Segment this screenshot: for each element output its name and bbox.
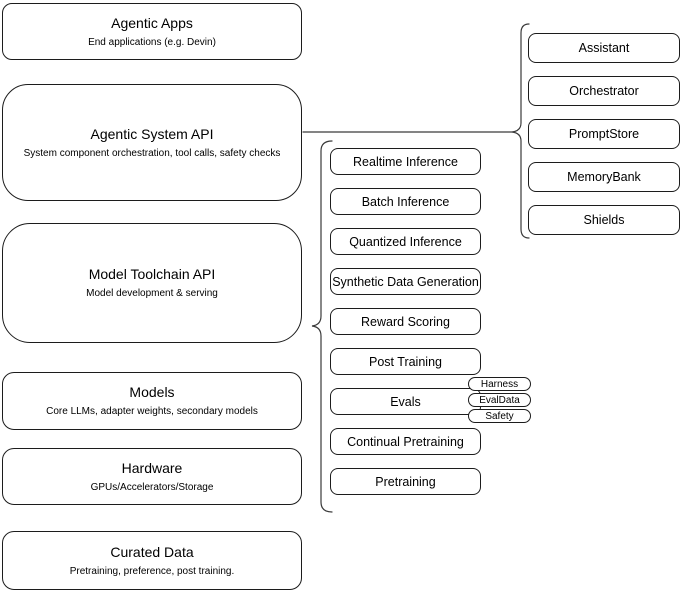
node-title: Models [129,384,175,400]
node-curated-data: Curated Data Pretraining, preference, po… [2,531,302,590]
node-synthetic-data-generation: Synthetic Data Generation [330,268,481,295]
node-label: Shields [583,213,625,227]
node-models: Models Core LLMs, adapter weights, secon… [2,372,302,430]
middle-column-brace [311,140,333,513]
node-evals: Evals [330,388,481,415]
node-subtitle: Core LLMs, adapter weights, secondary mo… [46,406,258,417]
node-continual-pretraining: Continual Pretraining [330,428,481,455]
node-label: Quantized Inference [349,234,462,249]
tag-harness: Harness [468,377,531,391]
node-quantized-inference: Quantized Inference [330,228,481,255]
node-subtitle: End applications (e.g. Devin) [88,36,216,48]
node-label: Post Training [369,354,442,369]
tag-evaldata: EvalData [468,393,531,407]
node-subtitle: GPUs/Accelerators/Storage [90,481,214,493]
node-label: Assistant [578,41,630,55]
node-label: PromptStore [568,127,640,141]
node-memorybank: MemoryBank [528,162,680,192]
tag-label: Harness [480,378,519,390]
node-post-training: Post Training [330,348,481,375]
node-subtitle: Model development & serving [86,288,218,299]
node-shields: Shields [528,205,680,235]
node-subtitle: Pretraining, preference, post training. [69,565,235,577]
node-realtime-inference: Realtime Inference [330,148,481,175]
node-title: Model Toolchain API [88,266,216,282]
node-hardware: Hardware GPUs/Accelerators/Storage [2,448,302,505]
node-promptstore: PromptStore [528,119,680,149]
node-agentic-system-api: Agentic System API System component orch… [2,84,302,201]
node-model-toolchain-api: Model Toolchain API Model development & … [2,223,302,343]
node-title: Curated Data [110,543,194,560]
node-label: MemoryBank [567,170,641,184]
node-label: Orchestrator [569,84,639,98]
node-orchestrator: Orchestrator [528,76,680,106]
node-batch-inference: Batch Inference [330,188,481,215]
node-label: Synthetic Data Generation [332,274,479,289]
node-reward-scoring: Reward Scoring [330,308,481,335]
node-title: Agentic Apps [111,14,193,31]
node-title: Hardware [121,459,183,476]
node-label: Reward Scoring [361,314,450,329]
node-label: Realtime Inference [353,154,458,169]
right-column-brace [511,23,530,239]
node-agentic-apps: Agentic Apps End applications (e.g. Devi… [2,3,302,60]
tag-label: EvalData [479,394,520,406]
node-title: Agentic System API [90,125,214,142]
node-label: Pretraining [375,474,436,489]
node-label: Batch Inference [361,194,450,209]
node-label: Continual Pretraining [347,434,464,449]
node-label: Evals [390,394,421,409]
node-pretraining: Pretraining [330,468,481,495]
node-assistant: Assistant [528,33,680,63]
tag-label: Safety [485,410,514,422]
tag-safety: Safety [468,409,531,423]
node-subtitle: System component orchestration, tool cal… [23,147,281,159]
